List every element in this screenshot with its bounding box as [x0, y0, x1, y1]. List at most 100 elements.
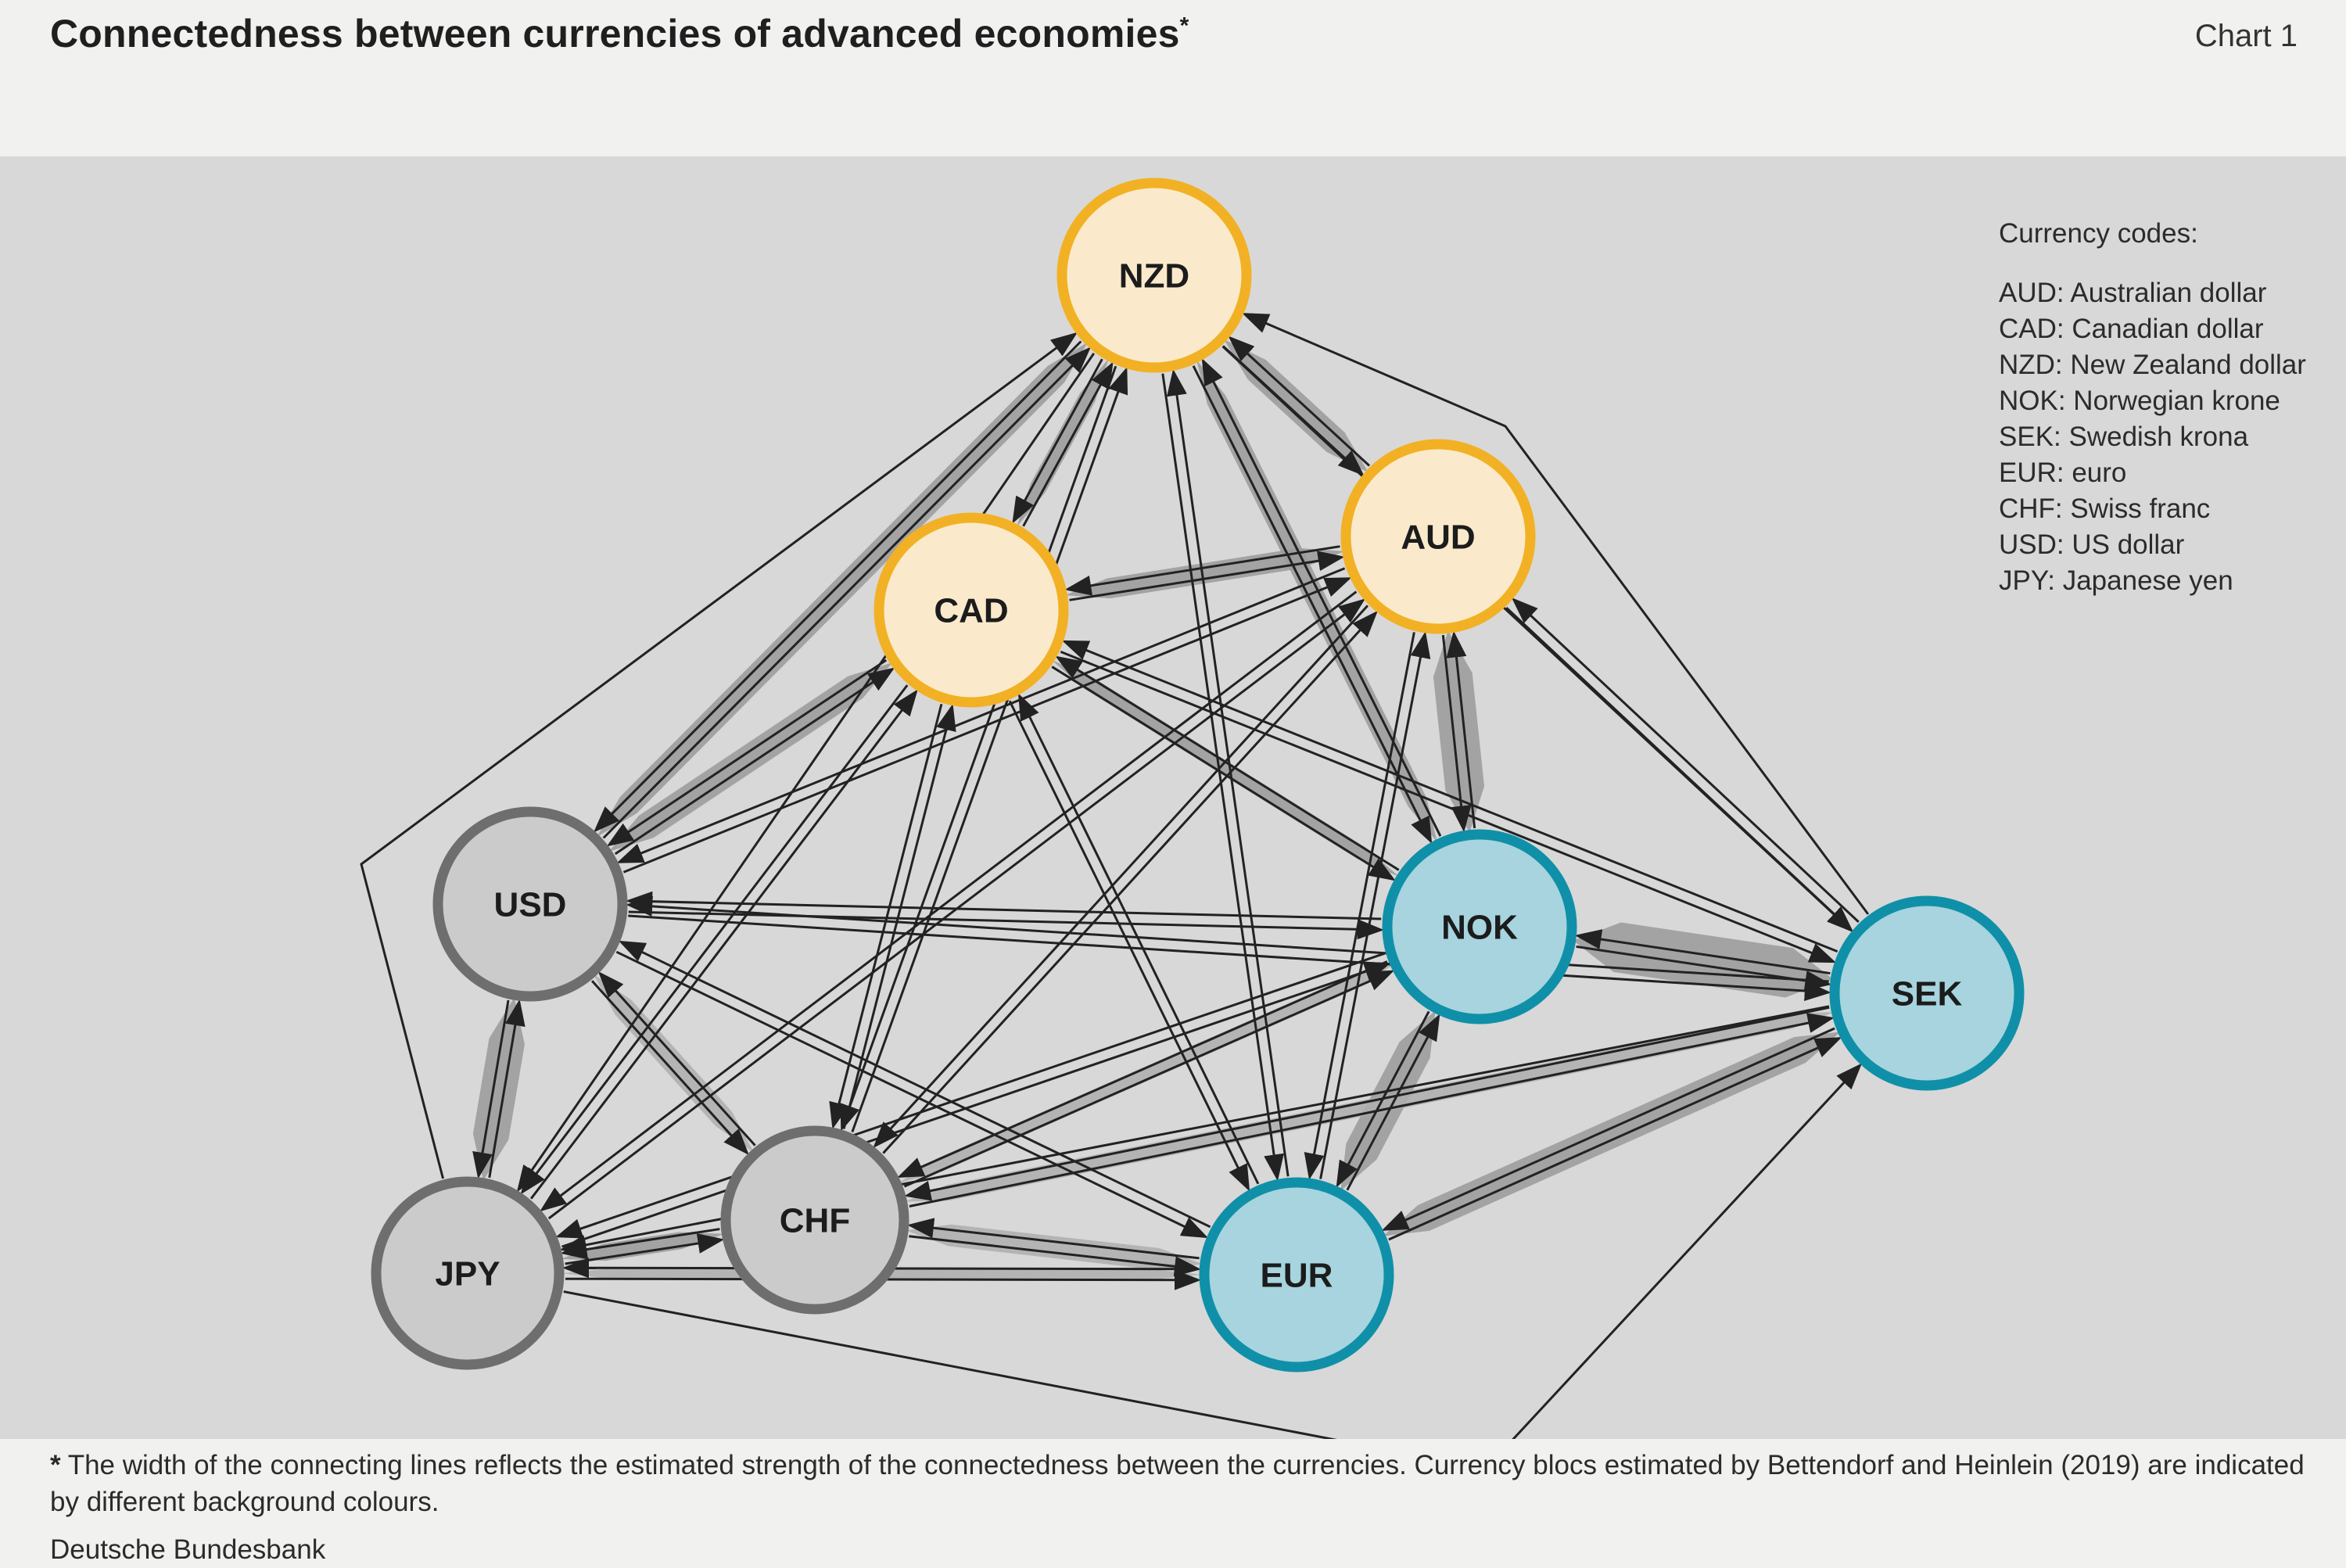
- node-circle-CHF: [720, 1125, 909, 1315]
- arrow-USD-AUD: [622, 577, 1352, 874]
- currency-codes-legend: Currency codes: AUD: Australian dollar C…: [1999, 216, 2335, 599]
- band-CAD-NOK: [1051, 659, 1400, 877]
- legend-item-chf: CHF: Swiss franc: [1999, 493, 2211, 524]
- band-USD-JPY: [472, 997, 525, 1181]
- arrow-AUD-EUR: [1304, 632, 1415, 1180]
- arrow-JPY-NOK: [561, 961, 1391, 1248]
- bent-arrow-JPY-NZD: [360, 332, 1078, 1179]
- arrow-CAD-EUR: [1008, 700, 1250, 1192]
- arrow-CAD-NOK: [1051, 666, 1396, 881]
- legend-item-eur: EUR: euro: [1999, 457, 2127, 488]
- band-NOK-CHF: [899, 964, 1394, 1183]
- arrow-SEK-USD: [626, 895, 1829, 983]
- arrow-NOK-SEK: [1576, 945, 1832, 991]
- arrow-CAD-JPY: [520, 684, 909, 1195]
- arrow-CAD-AUD: [1069, 551, 1345, 601]
- node-circle-JPY: [371, 1176, 565, 1370]
- arrow-CAD-CHF: [829, 703, 943, 1129]
- band-CAD-AUD: [1064, 547, 1345, 599]
- arrow-NZD-SEK: [1221, 345, 1853, 933]
- arrow-AUD-NOK: [1441, 634, 1472, 833]
- legend-item-sek: SEK: Swedish krona: [1999, 422, 2249, 452]
- arrow-AUD-JPY: [540, 590, 1358, 1212]
- node-USD: USD: [432, 806, 628, 1002]
- band-NZD-NOK: [1196, 360, 1437, 842]
- footnote-text: The width of the connecting lines reflec…: [50, 1450, 2305, 1517]
- node-circle-CAD: [873, 512, 1069, 708]
- arrow-CHF-EUR: [909, 1235, 1201, 1277]
- footnote-marker: *: [50, 1450, 61, 1480]
- arrow-CHF-NOK: [903, 970, 1395, 1188]
- arrow-EUR-CHF: [907, 1218, 1200, 1260]
- arrow-SEK-EUR: [1381, 1027, 1835, 1231]
- bent-arrow-SEK-NZD: [1242, 313, 1870, 915]
- arrow-NOK-CHF: [897, 960, 1388, 1178]
- page-title: Connectedness between currencies of adva…: [50, 11, 1189, 56]
- arrow-CAD-SEK: [1060, 650, 1837, 963]
- arrow-JPY-USD: [488, 999, 526, 1179]
- node-label-JPY: JPY: [435, 1254, 500, 1293]
- band-SEK-CHF: [904, 1012, 1835, 1202]
- legend-item-jpy: JPY: Japanese yen: [1999, 565, 2233, 596]
- arrow-EUR-USD: [618, 940, 1211, 1229]
- band-NZD-AUD: [1224, 339, 1368, 473]
- band-EUR-CHF: [906, 1224, 1203, 1270]
- node-JPY: JPY: [371, 1176, 565, 1370]
- arrow-EUR-NZD: [1167, 368, 1290, 1177]
- arrow-AUD-CHF: [873, 605, 1369, 1149]
- node-label-EUR: EUR: [1261, 1256, 1333, 1294]
- arrow-CAD-USD: [606, 658, 888, 847]
- node-circle-USD: [432, 806, 628, 1002]
- band-USD-CHF: [593, 974, 754, 1153]
- header: Connectedness between currencies of adva…: [0, 0, 2346, 156]
- node-NZD: NZD: [1056, 178, 1252, 373]
- band-CHF-JPY: [560, 1232, 725, 1261]
- arrow-USD-CHF: [591, 980, 749, 1156]
- band-CAD-USD: [608, 662, 893, 852]
- arrow-USD-CAD: [614, 667, 895, 856]
- arrow-NZD-CAD: [1012, 358, 1103, 524]
- arrows-layer: [360, 313, 1870, 1439]
- arrow-CAD-NZD: [1022, 361, 1114, 527]
- footnote: * The width of the connecting lines refl…: [50, 1447, 2315, 1520]
- node-label-SEK: SEK: [1892, 974, 1963, 1013]
- arrow-AUD-NZD: [1228, 335, 1371, 467]
- arrow-USD-NZD: [602, 346, 1092, 839]
- node-circle-AUD: [1340, 439, 1536, 634]
- arrow-NZD-CHF: [840, 365, 1117, 1132]
- footer: * The width of the connecting lines refl…: [0, 1439, 2346, 1565]
- legend-heading: Currency codes:: [1999, 218, 2198, 249]
- legend-item-cad: CAD: Canadian dollar: [1999, 314, 2264, 344]
- arrow-EUR-SEK: [1388, 1037, 1842, 1241]
- arrow-NZD-JPY: [516, 352, 1096, 1193]
- band-NZD-CAD: [1017, 358, 1109, 527]
- node-AUD: AUD: [1340, 439, 1536, 634]
- arrow-CHF-USD: [597, 971, 756, 1146]
- node-label-AUD: AUD: [1401, 518, 1475, 556]
- arrow-CHF-SEK: [909, 1013, 1835, 1207]
- node-circle-SEK: [1829, 895, 2025, 1091]
- arrow-NOK-CAD: [1055, 655, 1400, 871]
- node-label-CAD: CAD: [934, 591, 1008, 630]
- arrow-CHF-AUD: [882, 610, 1378, 1154]
- arrow-NZD-EUR: [1161, 373, 1284, 1182]
- arrow-JPY-AUD: [547, 598, 1366, 1220]
- arrow-USD-NOK: [628, 910, 1384, 940]
- arrow-CHF-NZD: [851, 367, 1128, 1133]
- node-circle-EUR: [1199, 1177, 1394, 1372]
- node-label-CHF: CHF: [780, 1201, 850, 1240]
- bent-arrow-JPY-SEK: [563, 1063, 1863, 1439]
- band-AUD-NOK: [1433, 630, 1485, 833]
- node-label-USD: USD: [494, 885, 567, 924]
- legend-item-usd: USD: US dollar: [1999, 529, 2185, 560]
- arrow-AUD-USD: [616, 567, 1346, 863]
- title-text: Connectedness between currencies of adva…: [50, 12, 1180, 56]
- node-circle-NOK: [1382, 829, 1577, 1024]
- legend-item-nok: NOK: Norwegian krone: [1999, 386, 2280, 416]
- legend-item-nzd: NZD: New Zealand dollar: [1999, 350, 2306, 380]
- node-SEK: SEK: [1829, 895, 2025, 1091]
- arrow-AUD-CAD: [1064, 545, 1340, 596]
- node-circle-NZD: [1056, 178, 1252, 373]
